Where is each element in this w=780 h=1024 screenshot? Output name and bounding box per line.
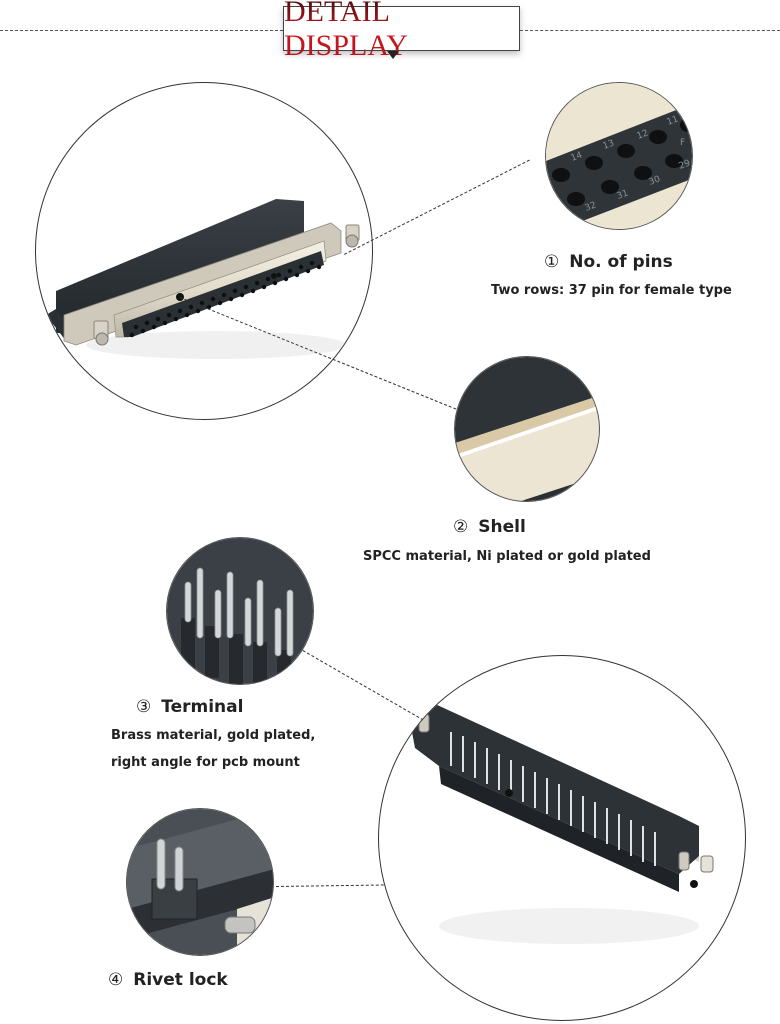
page-title: DETAIL DISPLAY bbox=[284, 0, 519, 63]
shell-closeup-image bbox=[454, 356, 600, 502]
callout-marker-terminal bbox=[505, 789, 513, 797]
svg-text:29: 29 bbox=[678, 158, 692, 171]
header-divider-right bbox=[520, 30, 780, 31]
feature-1-description: Two rows: 37 pin for female type bbox=[491, 283, 732, 298]
svg-text:11: 11 bbox=[666, 115, 680, 128]
product-front-image bbox=[35, 82, 373, 420]
callout-marker-rivet bbox=[690, 880, 698, 888]
header-title-box: DETAIL DISPLAY bbox=[283, 0, 520, 62]
callout-line-pins bbox=[344, 159, 530, 255]
svg-text:32: 32 bbox=[584, 201, 598, 214]
pin-rows-closeup-image: 14 13 12 11 F 32 31 30 29 bbox=[545, 82, 693, 230]
svg-text:13: 13 bbox=[602, 139, 616, 152]
svg-text:F: F bbox=[680, 138, 685, 148]
callout-marker-pins bbox=[271, 273, 277, 279]
rivet-lock-closeup-image bbox=[126, 808, 274, 956]
svg-text:12: 12 bbox=[636, 129, 650, 142]
feature-2-description: SPCC material, Ni plated or gold plated bbox=[363, 549, 651, 564]
header-divider-left bbox=[0, 30, 283, 31]
svg-text:30: 30 bbox=[648, 174, 662, 187]
caret-down-icon bbox=[387, 51, 399, 59]
svg-text:31: 31 bbox=[616, 189, 630, 202]
terminal-closeup-image bbox=[166, 537, 314, 685]
svg-text:14: 14 bbox=[570, 150, 584, 163]
feature-3-description-line-1: Brass material, gold plated, bbox=[111, 728, 316, 743]
feature-3-description-line-2: right angle for pcb mount bbox=[111, 755, 300, 770]
callout-marker-shell bbox=[176, 293, 184, 301]
product-rear-image bbox=[378, 655, 746, 1021]
